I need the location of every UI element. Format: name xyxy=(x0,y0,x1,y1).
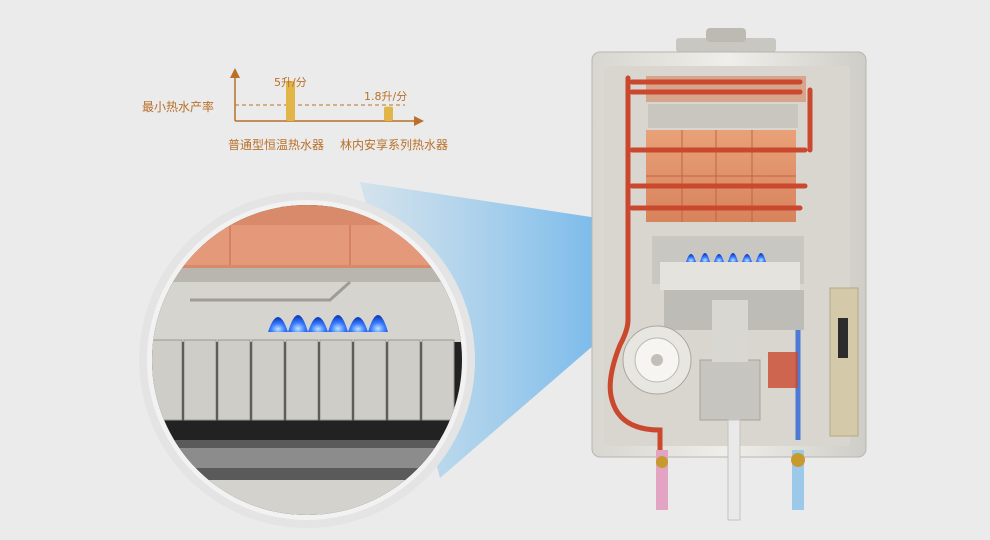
category-label-rinnai: 林内安享系列热水器 xyxy=(340,138,449,152)
fan-assembly xyxy=(622,325,692,395)
y-axis-arrow xyxy=(230,68,240,78)
magnifier-circle xyxy=(139,192,475,528)
bar-1 xyxy=(384,106,393,121)
value-label-standard: 5升/分 xyxy=(274,76,307,89)
bar-0 xyxy=(286,81,295,121)
min-flow-rate-chart xyxy=(230,68,424,126)
hot-water-pipes xyxy=(607,75,813,453)
control-board xyxy=(829,287,859,437)
x-axis-arrow xyxy=(414,116,424,126)
y-axis-label: 最小热水产率 xyxy=(142,100,215,114)
bottom-connectors xyxy=(656,419,805,521)
value-label-rinnai: 1.8升/分 xyxy=(364,90,408,103)
category-label-standard: 普通型恒温热水器 xyxy=(228,138,325,152)
